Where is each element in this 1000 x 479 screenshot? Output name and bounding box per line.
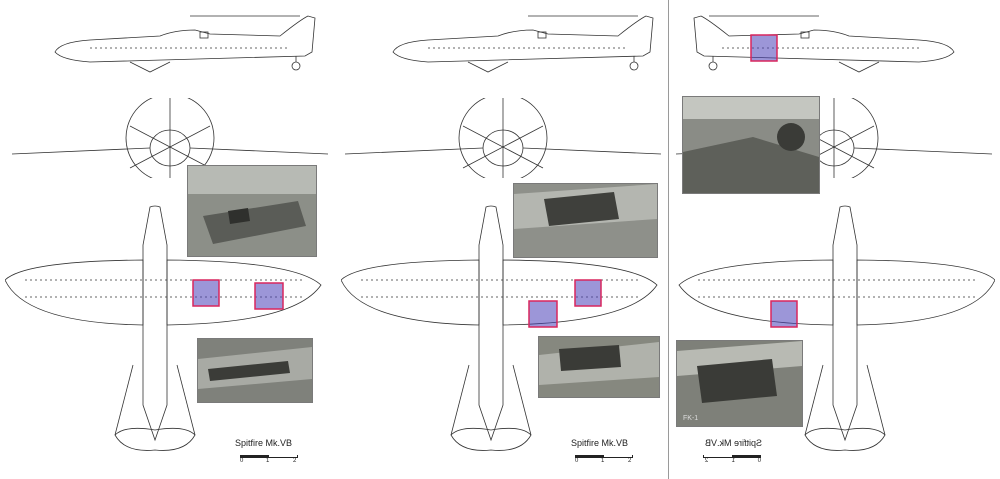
- scale-tick: 1: [266, 458, 270, 464]
- side-view-drawing: [54, 15, 316, 73]
- scale-tick: 1: [731, 458, 735, 464]
- side-view-drawing: [693, 15, 955, 73]
- wreck-photo: [538, 336, 660, 398]
- scale-tick: 0: [757, 458, 761, 464]
- drawing-panel-1: Spitfire Mk.VB 0 1 2: [0, 0, 333, 479]
- aircraft-caption: Spitfire Mk.VB: [705, 438, 763, 448]
- scale-tick: 1: [601, 458, 605, 464]
- drawing-panel-3: FK-1 Spitfire Mk.VB 0 1 2: [669, 0, 1000, 479]
- damage-area-highlight: [750, 34, 778, 62]
- scale-bar: 0 1 2: [240, 455, 298, 469]
- damage-area-highlight: [574, 279, 602, 307]
- aircraft-caption: Spitfire Mk.VB: [571, 438, 629, 448]
- scale-bar: 0 1 2: [703, 455, 761, 469]
- panel-divider: [668, 0, 669, 479]
- front-view-drawing: [11, 98, 329, 178]
- scale-bar: 0 1 2: [575, 455, 633, 469]
- scale-tick: 0: [240, 458, 244, 464]
- scale-tick: 2: [628, 458, 632, 464]
- scale-tick: 2: [293, 458, 297, 464]
- drawing-panel-2: Spitfire Mk.VB 0 1 2: [333, 0, 666, 479]
- wreck-photo: [513, 183, 658, 258]
- scale-tick: 0: [575, 458, 579, 464]
- plan-view-drawing: [5, 205, 322, 451]
- plan-view-drawing: [678, 205, 995, 451]
- aircraft-caption: Spitfire Mk.VB: [235, 438, 293, 448]
- wreck-photo: FK-1: [676, 340, 803, 427]
- damage-area-highlight: [254, 282, 284, 310]
- wreck-photo: [187, 165, 317, 257]
- side-view-drawing: [392, 15, 654, 73]
- damage-area-highlight: [528, 300, 558, 328]
- plan-view-drawing: [341, 205, 658, 451]
- scale-tick: 2: [704, 458, 708, 464]
- wreck-photo: [197, 338, 313, 403]
- wreck-photo: [682, 96, 820, 194]
- damage-area-highlight: [192, 279, 220, 307]
- front-view-drawing: [344, 98, 662, 178]
- damage-area-highlight: [770, 300, 798, 328]
- photo-label: FK-1: [683, 415, 699, 422]
